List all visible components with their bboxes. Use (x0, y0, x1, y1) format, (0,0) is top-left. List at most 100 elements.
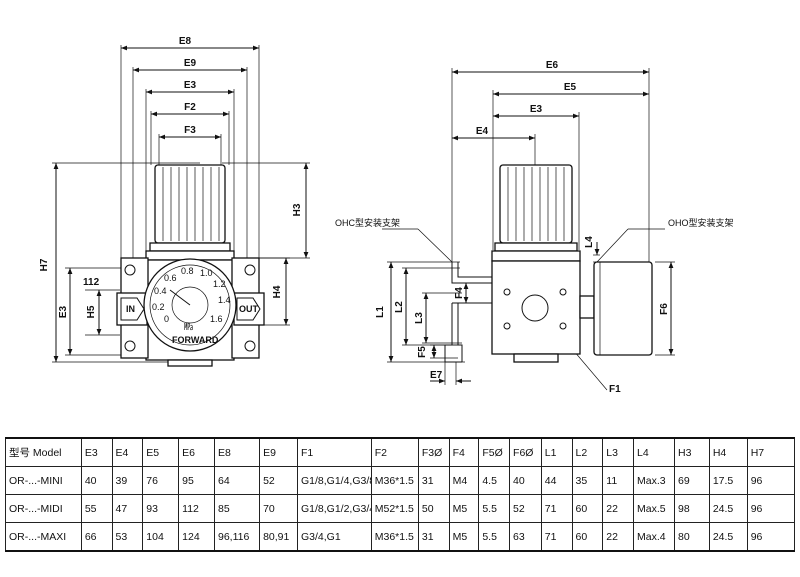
table-header-cell: L4 (633, 437, 675, 467)
table-cell: 24.5 (708, 494, 748, 523)
dim-e9: E9 (184, 58, 197, 69)
dim-e8: E8 (179, 36, 192, 47)
table-cell: 96 (746, 466, 796, 495)
table-header-cell: E3 (80, 437, 113, 467)
gauge-ticks: 0 0.2 0.4 0.6 0.8 1.0 1.2 1.4 1.6 (152, 266, 231, 324)
table-cell: M4 (448, 466, 480, 495)
gauge-tick-0.6: 0.6 (164, 273, 177, 283)
table-cell: 5.5 (478, 522, 511, 552)
table-header-cell: H7 (746, 437, 796, 467)
gauge-tick-1.6: 1.6 (210, 314, 223, 324)
dim-e3-top: E3 (184, 80, 197, 91)
table-cell: 40 (509, 466, 542, 495)
dim-e4: E4 (476, 126, 489, 137)
table-cell: 112 (178, 494, 215, 523)
table-cell: 96 (746, 494, 796, 523)
dim-112: 112 (83, 277, 100, 288)
table-cell: 96 (746, 522, 796, 552)
dim-h4: H4 (272, 285, 283, 298)
dim-f2: F2 (184, 102, 196, 113)
dim-h7: H7 (39, 258, 50, 271)
dim-f4: F4 (454, 287, 465, 299)
gauge-tick-1.2: 1.2 (213, 279, 226, 289)
table-cell: 31 (417, 466, 450, 495)
dim-h3: H3 (292, 203, 303, 216)
table-cell: 17.5 (708, 466, 748, 495)
port-out-label: OUT (239, 304, 259, 314)
table-cell: 47 (111, 494, 144, 523)
table-cell: 52 (259, 466, 298, 495)
model-cell: OR-...-MINI (5, 466, 82, 495)
table-cell: 60 (571, 494, 604, 523)
table-cell: 76 (142, 466, 180, 495)
table-cell: 85 (213, 494, 261, 523)
table-header-cell: H4 (708, 437, 748, 467)
dim-l1: L1 (375, 306, 386, 318)
table-cell: 93 (142, 494, 180, 523)
table-header-cell: E6 (178, 437, 215, 467)
gauge-tick-0.4: 0.4 (154, 286, 167, 296)
table-header-cell: F6Ø (509, 437, 542, 467)
gauge-tick-1.0: 1.0 (200, 268, 213, 278)
front-view: E8 E9 E3 F2 F3 H7 H3 H4 E3 H5 112 IN (39, 36, 310, 367)
table-cell: 64 (213, 466, 261, 495)
table-cell: 22 (602, 494, 634, 523)
table-cell: 4.5 (478, 466, 511, 495)
table-cell: Max.5 (633, 494, 675, 523)
table-cell: G3/4,G1 (296, 522, 372, 552)
dim-l4: L4 (584, 236, 595, 248)
table-header-cell: F1 (296, 437, 372, 467)
table-header-cell: F4 (448, 437, 480, 467)
table-cell: 40 (80, 466, 113, 495)
table-header-cell: E8 (213, 437, 261, 467)
table-cell: Max.4 (633, 522, 675, 552)
gauge-tick-0.2: 0.2 (152, 302, 165, 312)
table-cell: 39 (111, 466, 144, 495)
side-view: E6 E5 E3 E4 L1 L2 L3 F4 F5 E7 C1 L4 F6 F… (335, 60, 734, 395)
table-cell: 60 (571, 522, 604, 552)
table-cell: M5 (448, 494, 480, 523)
table-cell: 35 (571, 466, 604, 495)
table-cell: 66 (80, 522, 113, 552)
table-cell: 80,91 (259, 522, 298, 552)
table-cell: 70 (259, 494, 298, 523)
table-cell: 44 (540, 466, 573, 495)
table-header-cell: F5Ø (478, 437, 511, 467)
gauge-tick-0: 0 (164, 314, 169, 324)
table-cell: 71 (540, 522, 573, 552)
dim-e3-side: E3 (530, 104, 543, 115)
dim-f6: F6 (659, 303, 670, 315)
table-cell: M5 (448, 522, 480, 552)
gauge-tick-1.4: 1.4 (218, 295, 231, 305)
table-cell: 96,116 (213, 522, 261, 552)
model-cell: OR-...-MIDI (5, 494, 82, 523)
gauge-unit: ㎫ (184, 322, 193, 332)
table-cell: 5.5 (478, 494, 511, 523)
model-cell: OR-...-MAXI (5, 522, 82, 552)
table-cell: 104 (142, 522, 180, 552)
dim-l3: L3 (414, 312, 425, 324)
dim-f5: F5 (417, 346, 428, 358)
table-header-cell: L3 (602, 437, 634, 467)
table-cell: 11 (602, 466, 634, 495)
port-in-label: IN (126, 304, 135, 314)
table-header-cell: F3Ø (417, 437, 450, 467)
table-header-cell: L1 (540, 437, 573, 467)
dim-h5: H5 (86, 305, 97, 318)
table-cell: 55 (80, 494, 113, 523)
dim-l2: L2 (394, 301, 405, 313)
table-cell: Max.3 (633, 466, 675, 495)
table-header-cell: H3 (673, 437, 710, 467)
table-cell: 31 (417, 522, 450, 552)
table-cell: 22 (602, 522, 634, 552)
bracket-oho-label: OHO型安装支架 (668, 217, 734, 228)
technical-drawing: E8 E9 E3 F2 F3 H7 H3 H4 E3 H5 112 IN (39, 36, 734, 395)
table-cell: 63 (509, 522, 542, 552)
table-header-cell: F2 (370, 437, 419, 467)
table-header-cell: 型号 Model (5, 437, 82, 467)
